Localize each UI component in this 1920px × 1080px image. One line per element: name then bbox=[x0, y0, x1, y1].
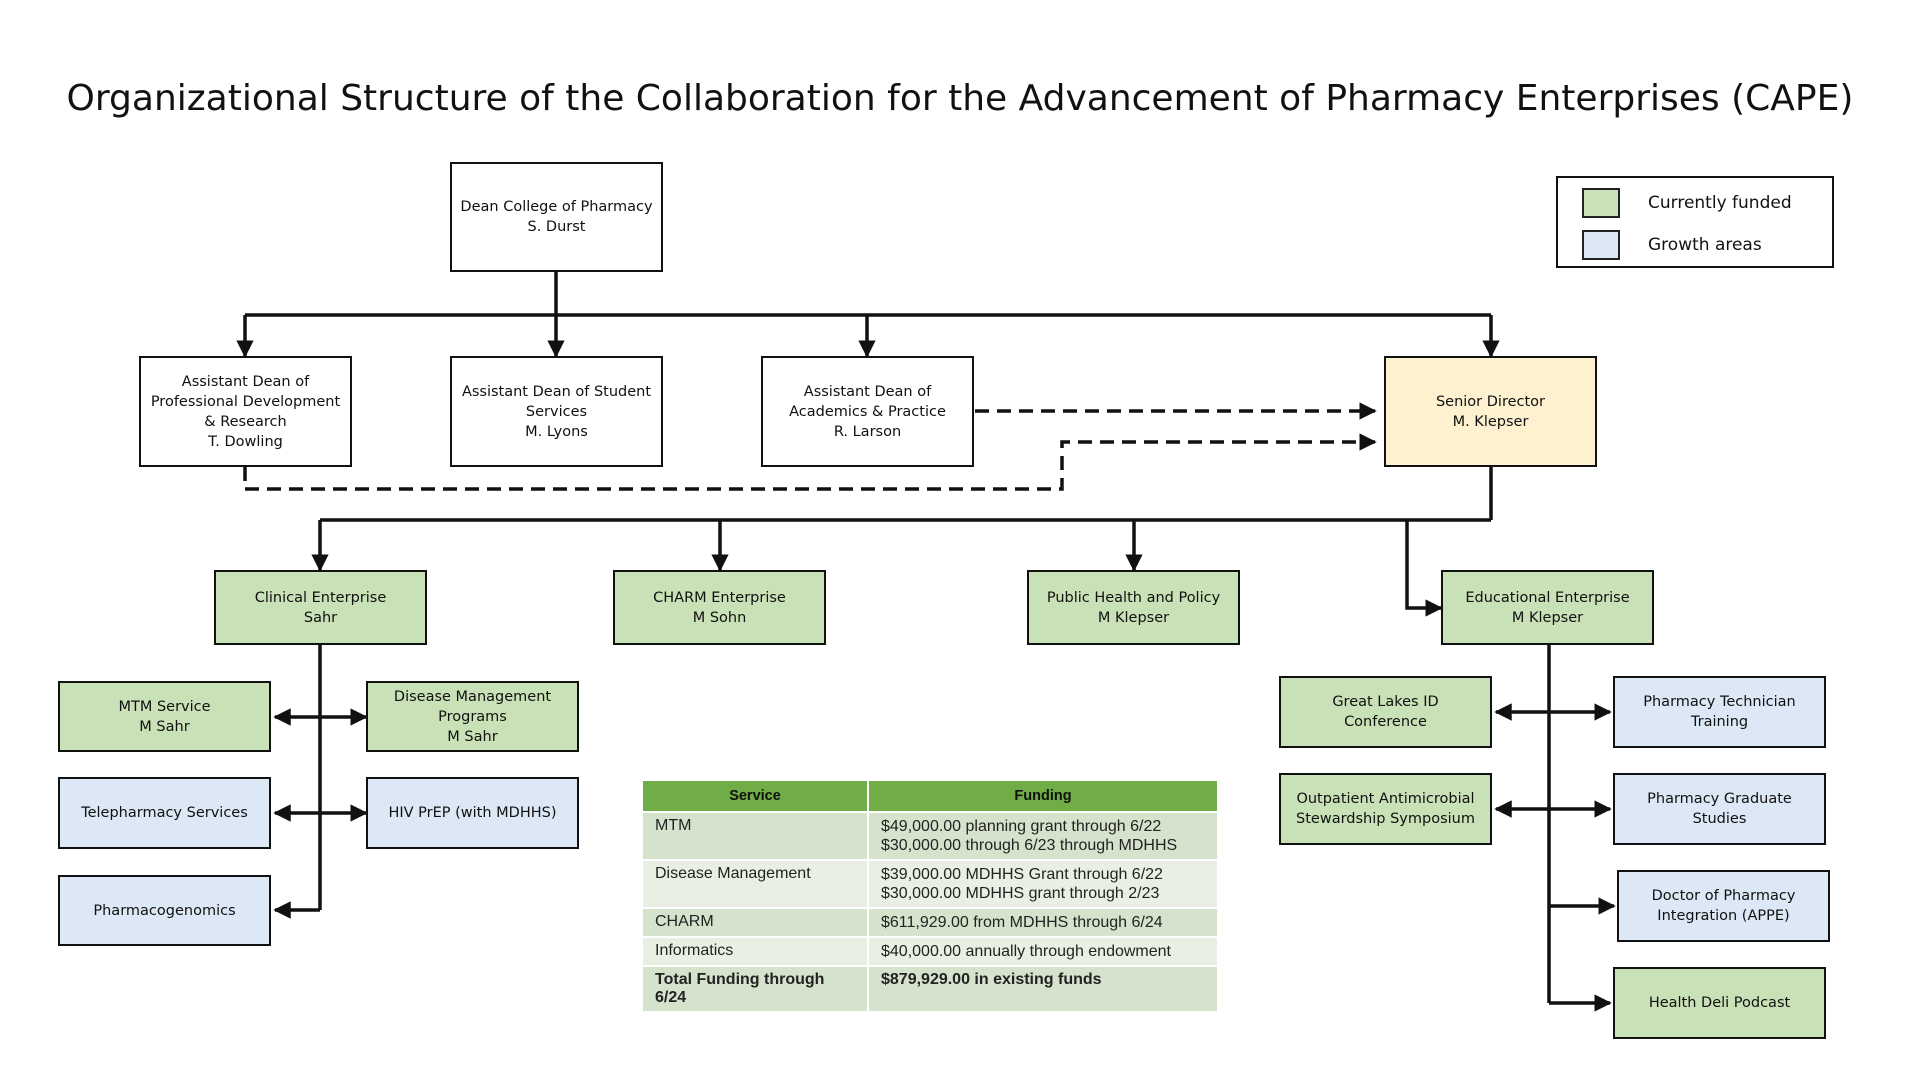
funding-line: $49,000.00 planning grant through 6/22 bbox=[881, 818, 1162, 835]
funding-header-service: Service bbox=[643, 781, 867, 811]
funding-amount-cell: $39,000.00 MDHHS Grant through 6/22 $30,… bbox=[869, 861, 1217, 907]
node-pharmacy-technician-training-label: Pharmacy Technician Training bbox=[1643, 694, 1796, 730]
funding-table-header: Service Funding bbox=[643, 781, 1217, 811]
node-disease-management-label: Disease Management Programs M Sahr bbox=[393, 688, 552, 745]
funding-line: $30,000.00 through 6/23 through MDHHS bbox=[881, 837, 1178, 854]
funding-table: Service Funding MTM $49,000.00 planning … bbox=[641, 779, 1219, 1013]
node-great-lakes-id-conference-label: Great Lakes ID Conference bbox=[1332, 694, 1439, 730]
funding-service-cell: MTM bbox=[643, 813, 867, 859]
node-pharmacy-graduate-studies-label: Pharmacy Graduate Studies bbox=[1647, 791, 1792, 827]
funding-total-row: Total Funding through 6/24 $879,929.00 i… bbox=[643, 967, 1217, 1011]
node-hiv-prep-label: HIV PrEP (with MDHHS) bbox=[388, 805, 557, 821]
funding-service-cell: CHARM bbox=[643, 909, 867, 936]
node-pharmacy-graduate-studies: Pharmacy Graduate Studies bbox=[1613, 773, 1826, 845]
node-ad-student-services: Assistant Dean of Student Services M. Ly… bbox=[450, 356, 663, 467]
node-disease-management: Disease Management Programs M Sahr bbox=[366, 681, 579, 752]
node-outpatient-asp-symposium: Outpatient Antimicrobial Stewardship Sym… bbox=[1279, 773, 1492, 845]
funding-line: $39,000.00 MDHHS Grant through 6/22 bbox=[881, 866, 1163, 883]
node-clinical-enterprise: Clinical Enterprise Sahr bbox=[214, 570, 427, 645]
node-educational-enterprise: Educational Enterprise M Klepser bbox=[1441, 570, 1654, 645]
legend: Currently funded Growth areas bbox=[1556, 176, 1834, 268]
funding-service-cell: Disease Management bbox=[643, 861, 867, 907]
funding-amount-cell: $611,929.00 from MDHHS through 6/24 bbox=[869, 909, 1217, 936]
node-dean-label: Dean College of Pharmacy S. Durst bbox=[460, 199, 653, 235]
node-public-health-policy: Public Health and Policy M Klepser bbox=[1027, 570, 1240, 645]
node-ad-professional-development: Assistant Dean of Professional Developme… bbox=[139, 356, 352, 467]
funding-service-cell: Informatics bbox=[643, 938, 867, 965]
node-mtm-service: MTM Service M Sahr bbox=[58, 681, 271, 752]
node-pharmacogenomics-label: Pharmacogenomics bbox=[93, 902, 236, 919]
node-ad-student-services-label: Assistant Dean of Student Services M. Ly… bbox=[461, 383, 652, 440]
funding-header-funding: Funding bbox=[869, 781, 1217, 811]
node-pharmd-integration-appe-label: Doctor of Pharmacy Integration (APPE) bbox=[1651, 888, 1796, 924]
funding-total-amount: $879,929.00 in existing funds bbox=[869, 967, 1217, 1011]
node-health-deli-podcast-label: Health Deli Podcast bbox=[1648, 995, 1791, 1011]
node-pharmacy-technician-training: Pharmacy Technician Training bbox=[1613, 676, 1826, 748]
node-educational-enterprise-label: Educational Enterprise M Klepser bbox=[1465, 589, 1630, 626]
funding-total-label: Total Funding through 6/24 bbox=[643, 967, 867, 1011]
node-hiv-prep: HIV PrEP (with MDHHS) bbox=[366, 777, 579, 849]
legend-swatch-funded bbox=[1582, 188, 1620, 218]
node-senior-director-label: Senior Director M. Klepser bbox=[1435, 393, 1546, 430]
legend-item-funded: Currently funded bbox=[1582, 188, 1792, 218]
funding-row: Informatics $40,000.00 annually through … bbox=[643, 938, 1217, 965]
node-dean: Dean College of Pharmacy S. Durst bbox=[450, 162, 663, 272]
funding-line: $30,000.00 MDHHS grant through 2/23 bbox=[881, 885, 1160, 902]
node-outpatient-asp-symposium-label: Outpatient Antimicrobial Stewardship Sym… bbox=[1296, 791, 1475, 827]
legend-label-funded: Currently funded bbox=[1648, 193, 1792, 213]
node-ad-professional-development-label: Assistant Dean of Professional Developme… bbox=[150, 373, 341, 450]
funding-amount-cell: $49,000.00 planning grant through 6/22 $… bbox=[869, 813, 1217, 859]
legend-swatch-growth bbox=[1582, 230, 1620, 260]
node-great-lakes-id-conference: Great Lakes ID Conference bbox=[1279, 676, 1492, 748]
node-charm-enterprise-label: CHARM Enterprise M Sohn bbox=[653, 589, 786, 626]
node-senior-director: Senior Director M. Klepser bbox=[1384, 356, 1597, 467]
funding-amount-cell: $40,000.00 annually through endowment bbox=[869, 938, 1217, 965]
funding-line: $40,000.00 annually through endowment bbox=[881, 943, 1171, 960]
funding-row: Disease Management $39,000.00 MDHHS Gran… bbox=[643, 861, 1217, 907]
node-mtm-service-label: MTM Service M Sahr bbox=[118, 698, 211, 735]
node-clinical-enterprise-label: Clinical Enterprise Sahr bbox=[254, 589, 387, 626]
node-ad-academics-practice-label: Assistant Dean of Academics & Practice R… bbox=[789, 383, 946, 440]
funding-row: CHARM $611,929.00 from MDHHS through 6/2… bbox=[643, 909, 1217, 936]
node-telepharmacy: Telepharmacy Services bbox=[58, 777, 271, 849]
legend-item-growth: Growth areas bbox=[1582, 230, 1762, 260]
funding-row: MTM $49,000.00 planning grant through 6/… bbox=[643, 813, 1217, 859]
node-public-health-policy-label: Public Health and Policy M Klepser bbox=[1046, 589, 1221, 626]
funding-line: $611,929.00 from MDHHS through 6/24 bbox=[881, 914, 1163, 931]
node-charm-enterprise: CHARM Enterprise M Sohn bbox=[613, 570, 826, 645]
page-title: Organizational Structure of the Collabor… bbox=[66, 78, 1854, 119]
node-pharmd-integration-appe: Doctor of Pharmacy Integration (APPE) bbox=[1617, 870, 1830, 942]
node-health-deli-podcast: Health Deli Podcast bbox=[1613, 967, 1826, 1039]
node-pharmacogenomics: Pharmacogenomics bbox=[58, 875, 271, 946]
legend-label-growth: Growth areas bbox=[1648, 235, 1762, 255]
node-telepharmacy-label: Telepharmacy Services bbox=[81, 805, 248, 821]
node-ad-academics-practice: Assistant Dean of Academics & Practice R… bbox=[761, 356, 974, 467]
